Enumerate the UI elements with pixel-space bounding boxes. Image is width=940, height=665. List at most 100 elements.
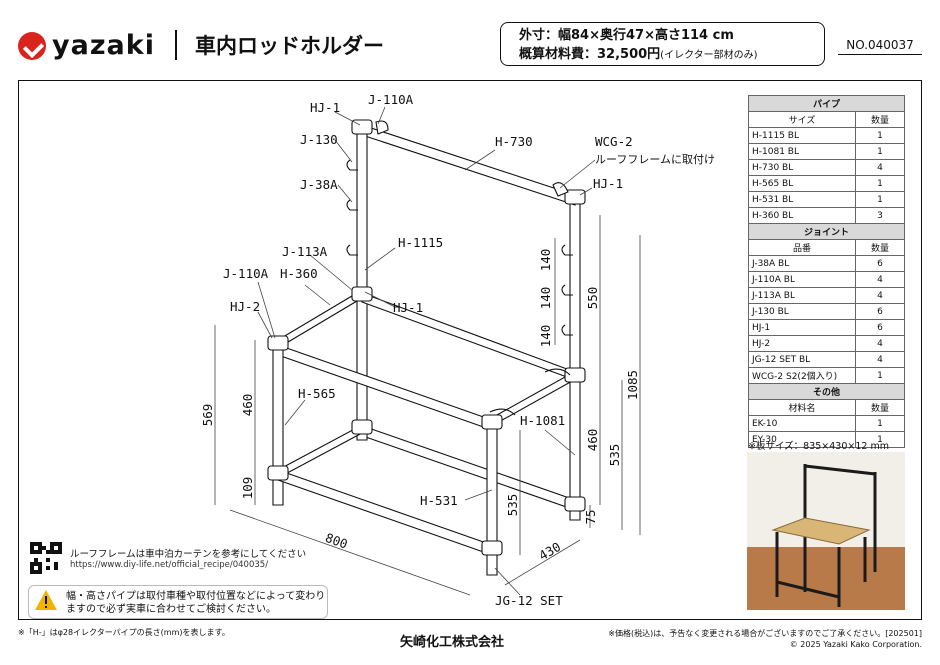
joint-hj1-mid-left [351,286,373,302]
rod-hook-right-3 [561,324,573,336]
leader-hj2 [257,311,273,339]
footer-copyright: © 2025 Yazaki Kako Corporation. [789,640,922,649]
dim-1085: 1085 [625,370,640,400]
label-j130: J-130 [300,132,338,147]
product-photo [747,452,905,610]
parts-col-name: サイズ [748,111,856,128]
brand-name: yazaki [52,30,155,61]
footer-price-note: ※価格(税込)は、予告なく変更される場合がございますのでご了承ください。[202… [608,629,922,638]
document-number: NO.040037 [838,38,922,55]
part-qty: 1 [855,143,905,160]
leader-h360 [304,284,331,306]
part-qty: 4 [855,351,905,368]
part-qty: 6 [855,303,905,320]
joint-hj2-front-right [481,414,503,430]
part-qty: 1 [855,175,905,192]
part-name: J-113A BL [748,287,856,304]
joint-hj2-front-left [267,335,289,351]
label-h531: H-531 [420,493,458,508]
leader-h1081 [544,429,576,456]
label-j110a-top: J-110A [368,92,414,107]
recipe-link[interactable]: https://www.diy-life.net/official_recipe… [70,560,269,570]
label-hj1-a: HJ-1 [310,100,340,115]
warning-box [28,585,328,619]
dim-535b: 535 [505,494,520,517]
leader-h730 [464,149,496,171]
qr-code[interactable] [30,542,62,574]
rod-hook-right-2 [561,284,573,296]
spec-size: 外寸：幅84×奥行47×高さ114 cm [519,28,734,43]
parts-row: WCG-2 S2(2個入り)1 [748,367,905,384]
joint-hj2-bottom-right [481,540,503,556]
dim-75: 75 [583,509,598,524]
dim-800: 800 [323,530,349,552]
label-h360: H-360 [280,266,318,281]
footer-company: 矢崎化工株式会社 [400,635,505,650]
part-name: H-730 BL [748,159,856,176]
dim-535a: 535 [607,444,622,467]
warning-line-1: 幅・高さパイプは取付車種や取付位置などによって変わり [66,591,326,602]
photo-bottom-bar [776,580,840,599]
parts-section-header: パイプ [748,95,905,112]
part-name: EK-10 [748,415,856,432]
part-qty: 6 [855,319,905,336]
pipe-h360-bottom-left [277,424,363,479]
label-hj1-c: HJ-1 [393,300,423,315]
leader-jg12 [494,567,521,596]
dim-140a: 140 [538,249,553,272]
brand-logo-icon [18,31,46,60]
dim-460a: 460 [240,394,255,417]
leader-j113a [309,254,353,291]
label-h730: H-730 [495,134,533,149]
part-name: WCG-2 S2(2個入り) [748,367,856,384]
part-name: J-130 BL [748,303,856,320]
part-name: J-110A BL [748,271,856,288]
part-name: JG-12 SET BL [748,351,856,368]
leader-wcg2 [559,159,596,189]
parts-column-header: サイズ数量 [748,111,905,128]
photo-floor [747,547,905,610]
roof-frame-note: ルーフフレームは車中泊カーテンを参考にしてください [70,549,307,560]
parts-section-header: ジョイント [748,223,905,240]
photo-table-board [771,517,871,545]
photo-frame-top-bar [804,464,876,476]
leader-j130 [334,139,353,163]
label-jg12: JG-12 SET [495,593,563,608]
leader-j38a [337,184,353,203]
parts-column-header: 材料名数量 [748,399,905,416]
label-wcg2: WCG-2 [595,134,633,149]
title-divider [175,30,177,60]
parts-section-title: その他 [748,383,905,400]
rod-hook-left-3 [346,244,358,256]
parts-col-name: 品番 [748,239,856,256]
dim-109: 109 [240,477,255,500]
pipe-h730-top [361,124,576,206]
wcg2-clip-right [552,182,569,197]
footer-pipe-note: ※「H-」はφ28イレクターパイプの長さ(mm)を表します。 [18,628,230,637]
label-h565: H-565 [298,386,336,401]
part-qty: 4 [855,271,905,288]
joint-bottom-back-left [351,419,373,435]
dim-550: 550 [585,287,600,310]
part-qty: 1 [855,431,905,448]
part-name: H-531 BL [748,191,856,208]
leader-h565 [284,399,306,426]
parts-section-title: ジョイント [748,223,905,240]
parts-section-header: その他 [748,383,905,400]
label-wcg2-note: ルーフフレームに取付け [595,153,715,166]
part-qty: 1 [855,191,905,208]
spec-box: 外寸：幅84×奥行47×高さ114 cm 概算材料費：32,500円(イレクター… [500,22,825,66]
part-qty: 1 [855,367,905,384]
parts-col-qty: 数量 [855,239,905,256]
content-frame [18,80,922,620]
